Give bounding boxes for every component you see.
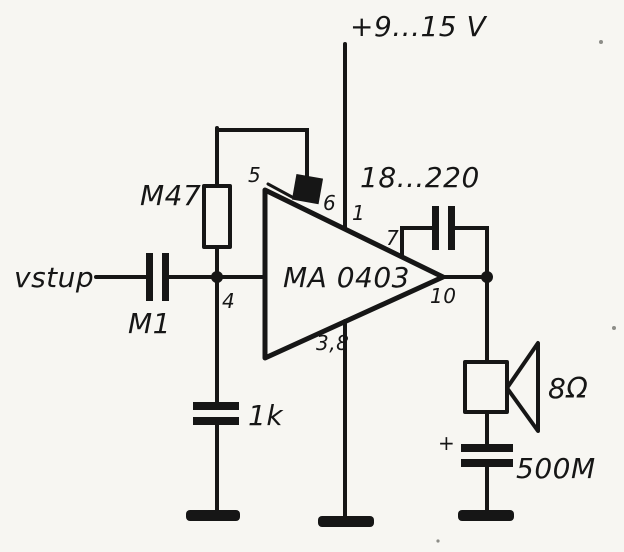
feedback-cap-plate [448,206,455,250]
paper-speck [436,539,440,543]
bypass-cap-plate [193,417,239,425]
feedback-cap-plate [432,206,439,250]
speaker-label: 8Ω [548,372,588,405]
ic-label: MA 0403 [283,261,410,294]
pin-6-label: 6 [323,191,336,215]
feedback-right-wire [453,226,489,277]
output-cap-plate [461,444,513,452]
speaker-horn [505,341,540,433]
bootstrap-wire [215,128,309,184]
feedback-resistor-label: M47 [140,179,201,212]
ground-symbol [186,510,240,521]
output-cap-label: 500M [516,452,596,485]
pin-5-label: 5 [248,163,261,187]
pin-4-label: 4 [222,289,235,313]
output-cap-polarity: + [438,431,455,455]
feedback-left-wire [400,226,434,258]
input-cap-plate [146,253,153,301]
feedback-cap-label: 18...220 [360,161,480,194]
ground-symbol [458,510,514,521]
pin-1-label: 1 [352,201,365,225]
paper-speck [612,326,616,330]
input-label: vstup [14,261,94,294]
input-cap-label: M1 [128,307,171,340]
opamp-triangle [262,187,446,361]
pin-10-label: 10 [430,284,456,308]
ground-symbol [318,516,374,527]
paper-speck [599,40,603,44]
pin-5-leader-line [266,182,294,199]
pin-5-6-jumper [291,173,324,205]
feedback-resistor [202,184,232,249]
bypass-cap-plate [193,402,239,410]
pin-7-label: 7 [386,226,399,250]
bypass-cap-label: 1k [248,399,284,432]
speaker-body [463,360,509,414]
output-cap-plate [461,459,513,467]
supply-voltage-label: +9...15 V [350,10,488,43]
input-cap-plate [162,253,169,301]
